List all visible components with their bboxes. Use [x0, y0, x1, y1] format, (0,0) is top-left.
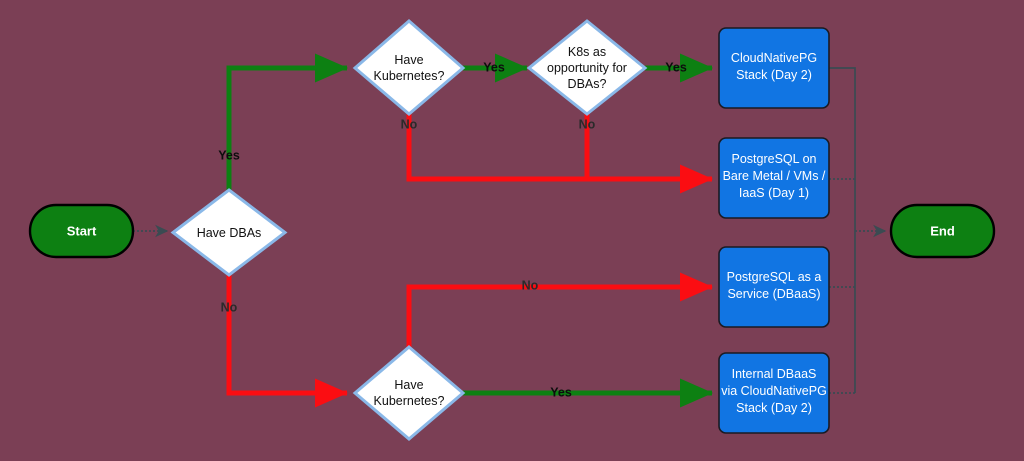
start-shape — [28, 203, 135, 259]
postgresql-bare-metal-label-line3: IaaS (Day 1) — [739, 186, 809, 200]
edge-k8s-top-no — [406, 113, 713, 194]
edge-label-have-dbas-no: No — [221, 300, 238, 314]
edge-label-opportunity-no: No — [579, 117, 596, 131]
k8s-opportunity-label-line3: DBAs? — [568, 77, 607, 91]
edge-label-k8s-bottom-no: No — [522, 278, 539, 292]
k8s-opportunity-shape — [526, 19, 648, 116]
edge-label-have-dbas-yes: Yes — [218, 148, 240, 162]
start-label: Start — [67, 223, 97, 238]
edge-have-dbas-yes — [226, 53, 348, 190]
have-kubernetes-top-label-line2: Kubernetes? — [374, 69, 445, 83]
node-postgresql-dbaas[interactable]: PostgreSQL as a Service (DBaaS) — [718, 246, 830, 328]
node-have-kubernetes-top[interactable]: Have Kubernetes? — [352, 19, 466, 116]
have-kubernetes-top-shape — [352, 19, 466, 116]
postgresql-bare-metal-label-line1: PostgreSQL on — [731, 152, 816, 166]
have-dbas-shape — [170, 188, 288, 277]
edge-label-k8s-bottom-yes: Yes — [550, 385, 572, 399]
k8s-opportunity-label-line2: opportunity for — [547, 61, 627, 75]
edge-have-dbas-no — [226, 275, 348, 408]
end-shape — [889, 203, 996, 259]
have-kubernetes-bottom-label-line2: Kubernetes? — [374, 394, 445, 408]
edge-label-k8s-top-no: No — [401, 117, 418, 131]
edge-label-k8s-top-yes: Yes — [483, 60, 505, 74]
cloudnativepg-stack-day2-shape — [718, 27, 830, 109]
node-internal-dbaas[interactable]: Internal DBaaS via CloudNativePG Stack (… — [718, 352, 830, 434]
postgresql-bare-metal-shape — [718, 137, 830, 219]
postgresql-dbaas-label-line1: PostgreSQL as a — [727, 270, 822, 284]
end-label: End — [930, 223, 955, 238]
node-have-kubernetes-bottom[interactable]: Have Kubernetes? — [352, 345, 466, 441]
internal-dbaas-label-line2: via CloudNativePG — [721, 384, 827, 398]
postgresql-bare-metal-label-line2: Bare Metal / VMs / — [723, 169, 826, 183]
edge-cnpg-to-end — [829, 67, 856, 231]
internal-dbaas-label-line1: Internal DBaaS — [732, 367, 817, 381]
have-kubernetes-bottom-shape — [352, 345, 466, 441]
edge-k8s-bottom-no — [406, 272, 713, 350]
postgresql-dbaas-label-line2: Service (DBaaS) — [727, 287, 820, 301]
node-start[interactable]: Start — [28, 203, 135, 259]
have-kubernetes-top-label-line1: Have — [394, 53, 423, 67]
have-kubernetes-bottom-label-line1: Have — [394, 378, 423, 392]
edge-label-opportunity-yes: Yes — [665, 60, 687, 74]
cloudnativepg-stack-day2-label-line2: Stack (Day 2) — [736, 68, 812, 82]
cloudnativepg-stack-day2-label-line1: CloudNativePG — [731, 51, 817, 65]
node-cloudnativepg-stack-day2[interactable]: CloudNativePG Stack (Day 2) — [718, 27, 830, 109]
k8s-opportunity-label-line1: K8s as — [568, 45, 606, 59]
node-end[interactable]: End — [889, 203, 996, 259]
internal-dbaas-label-line3: Stack (Day 2) — [736, 401, 812, 415]
internal-dbaas-shape — [718, 352, 830, 434]
node-k8s-opportunity[interactable]: K8s as opportunity for DBAs? — [526, 19, 648, 116]
node-postgresql-bare-metal[interactable]: PostgreSQL on Bare Metal / VMs / IaaS (D… — [718, 137, 830, 219]
have-dbas-label: Have DBAs — [197, 226, 262, 240]
node-have-dbas[interactable]: Have DBAs — [170, 188, 288, 277]
postgresql-dbaas-shape — [718, 246, 830, 328]
